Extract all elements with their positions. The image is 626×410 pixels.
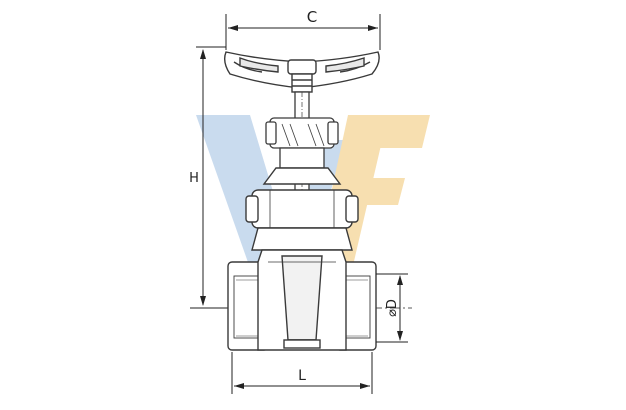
dimension-d xyxy=(376,273,408,343)
dimension-d-label: ⌀D xyxy=(385,299,400,317)
dimension-c-label: C xyxy=(307,8,317,26)
watermark-f-top-bar xyxy=(342,115,430,148)
handwheel-icon xyxy=(223,51,380,93)
valve-body-icon xyxy=(227,249,377,351)
dimension-h-label: H xyxy=(189,171,199,186)
dimension-l-label: L xyxy=(298,368,306,384)
gland-nut-icon xyxy=(265,117,339,169)
dimension-l xyxy=(231,352,373,394)
dimension-c xyxy=(225,14,381,50)
bonnet-icon xyxy=(245,167,359,251)
